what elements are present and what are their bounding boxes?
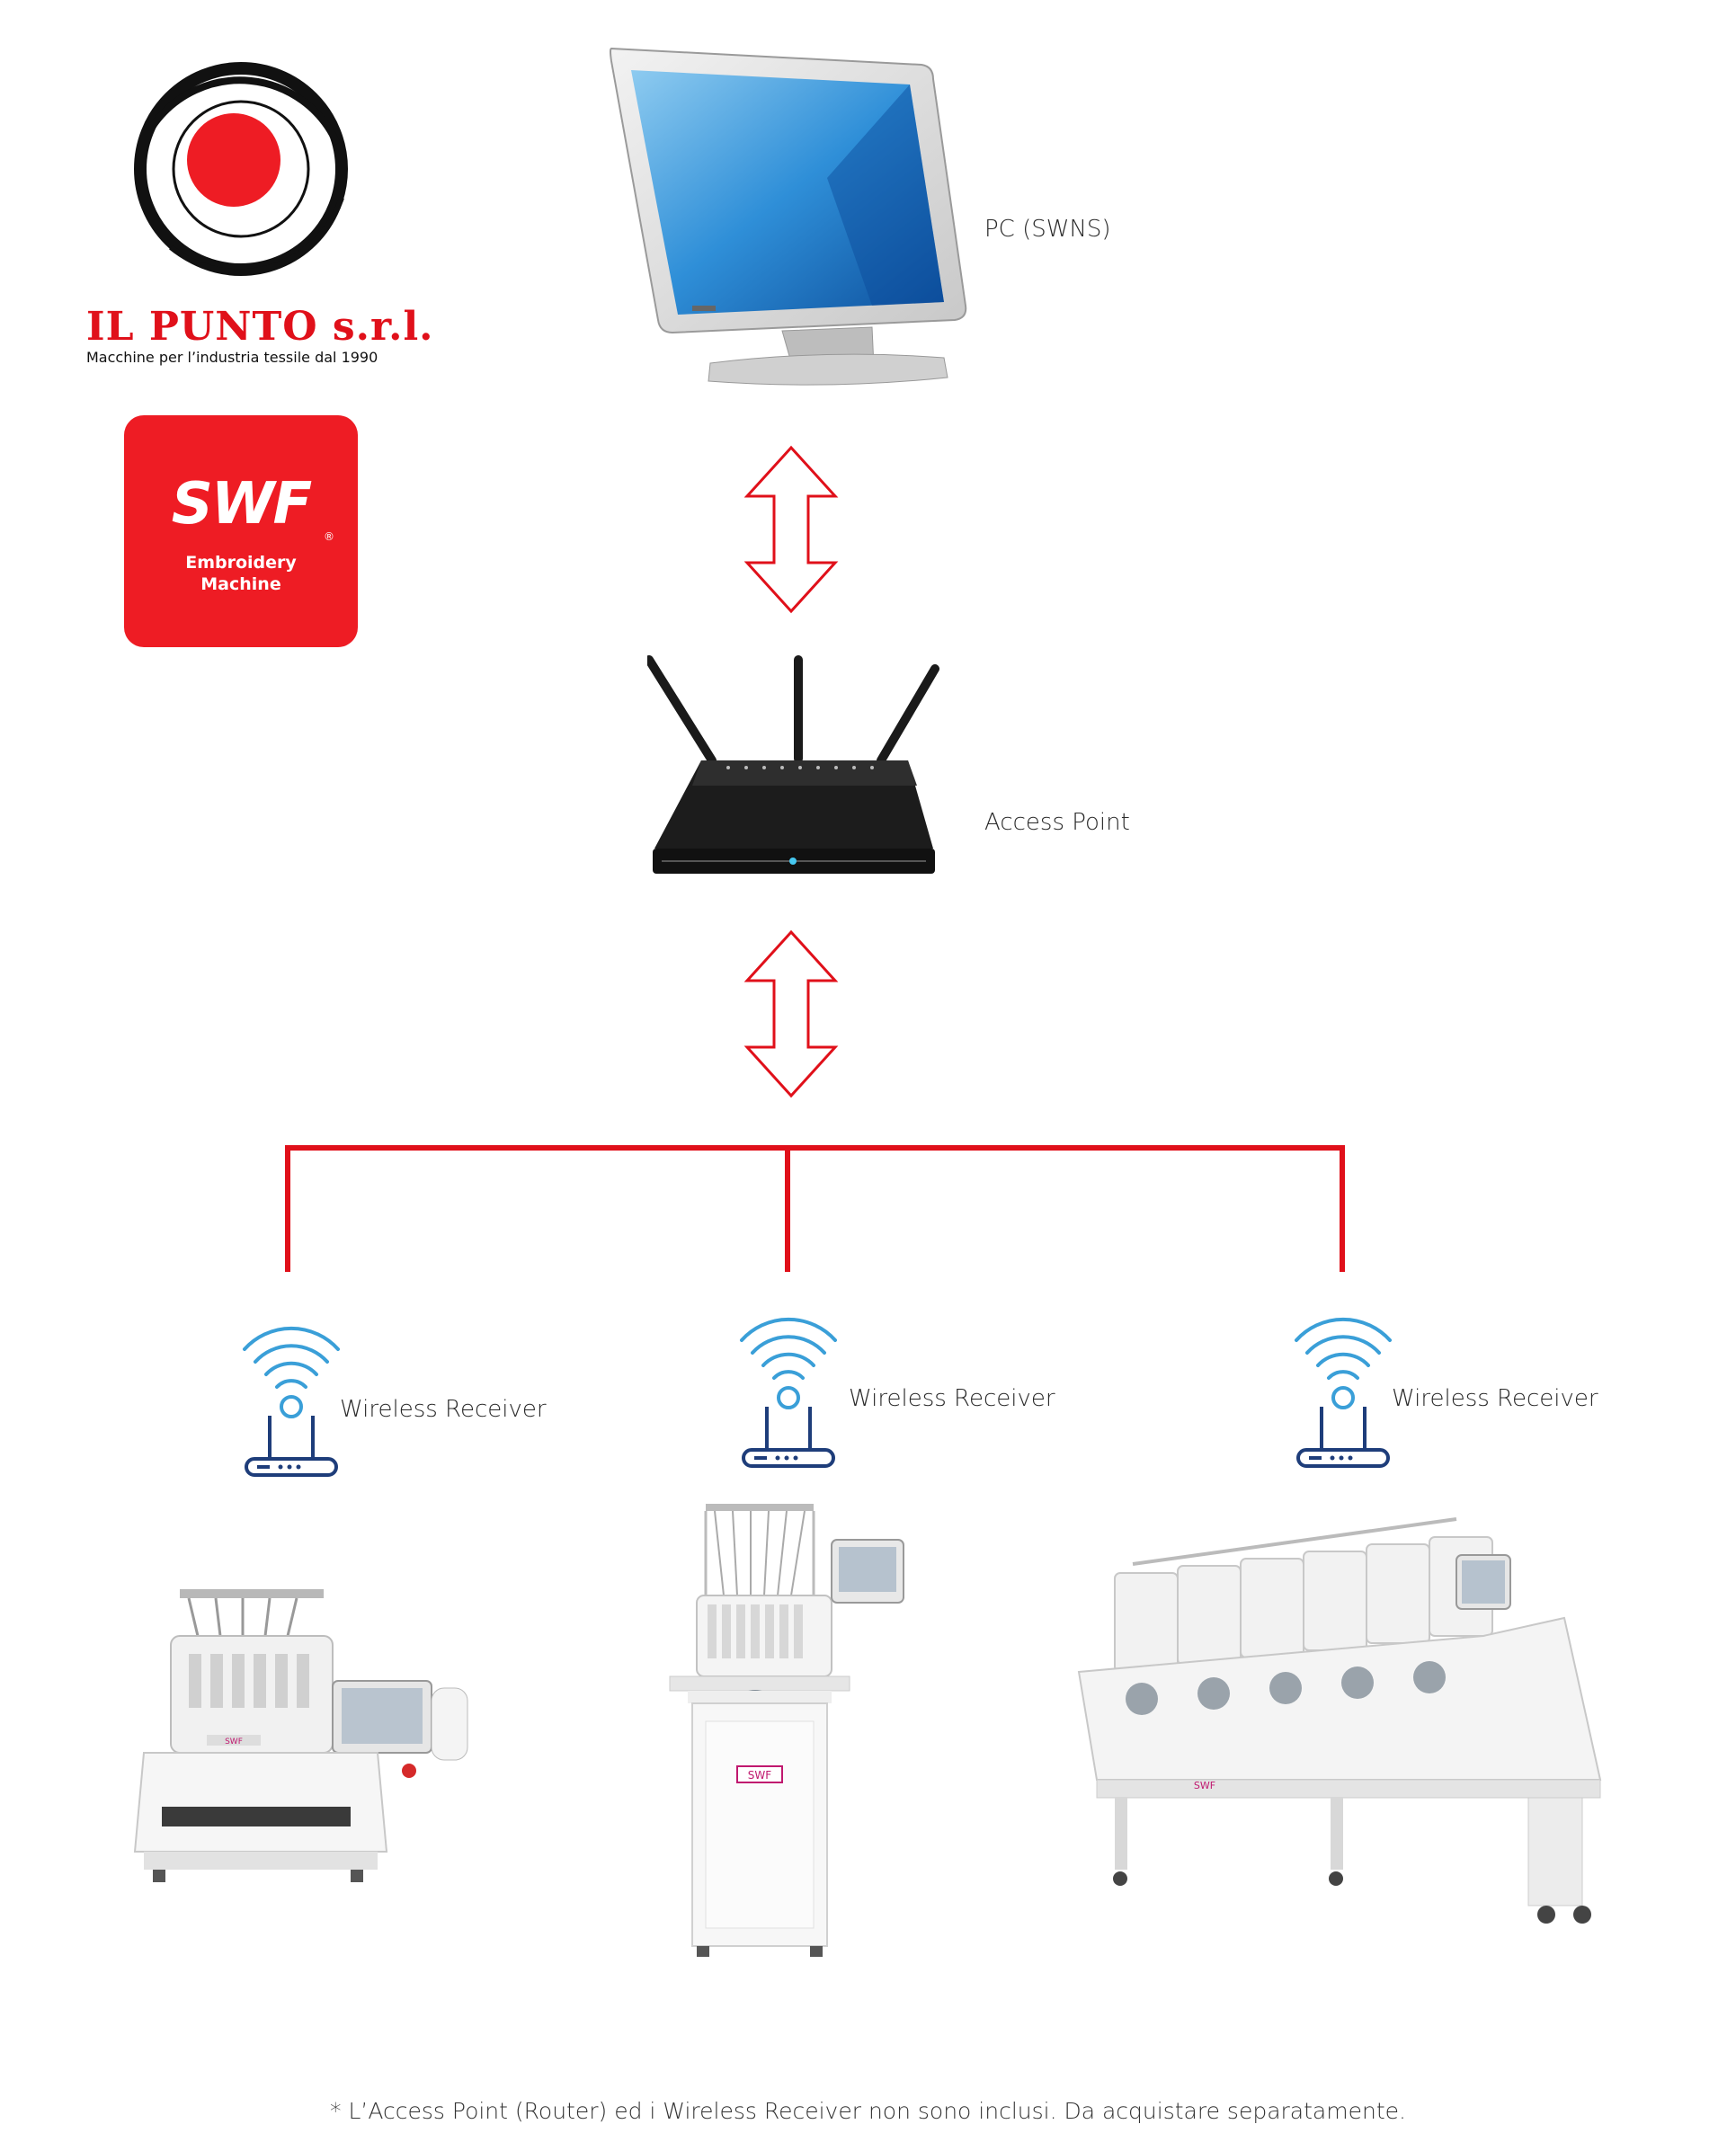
pc-label: PC (SWNS) [984,216,1111,243]
embroidery-machine-icon: SWF [669,1504,904,1957]
swf-caption-line1: Embroidery [185,553,297,573]
footnote: * L’Access Point (Router) ed i Wireless … [330,2098,1406,2124]
receiver-label-2: Wireless Receiver [849,1385,1055,1412]
wifi-signal-icon [1295,1317,1392,1468]
double-arrow-icon [743,445,839,614]
machine-badge: SWF [748,1769,771,1782]
double-arrow-icon [743,929,839,1098]
company-name: IL PUNTO s.r.l. [86,304,434,350]
swf-badge: SWF ® Embroidery Machine [124,415,358,647]
wifi-signal-icon [243,1326,340,1477]
router-icon [647,655,939,874]
receiver-label-3: Wireless Receiver [1392,1385,1598,1412]
swf-registered-mark: ® [324,530,334,543]
wifi-signal-icon [740,1317,837,1468]
machine-badge: SWF [1194,1780,1215,1791]
embroidery-machine-icon: SWF [1077,1517,1602,1924]
monitor-icon [610,47,967,386]
embroidery-machine-icon: SWF [133,1589,468,1882]
company-tagline: Macchine per l’industria tessile dal 199… [86,349,378,366]
swf-logo-text: SWF [171,471,312,538]
network-lines [285,1145,1345,1272]
access-point-label: Access Point [984,809,1130,836]
swf-caption: Embroidery Machine [124,552,358,595]
swf-caption-line2: Machine [200,574,281,594]
machine-badge: SWF [225,1738,243,1746]
receiver-label-1: Wireless Receiver [340,1396,547,1423]
il-punto-logo-icon [134,62,348,276]
